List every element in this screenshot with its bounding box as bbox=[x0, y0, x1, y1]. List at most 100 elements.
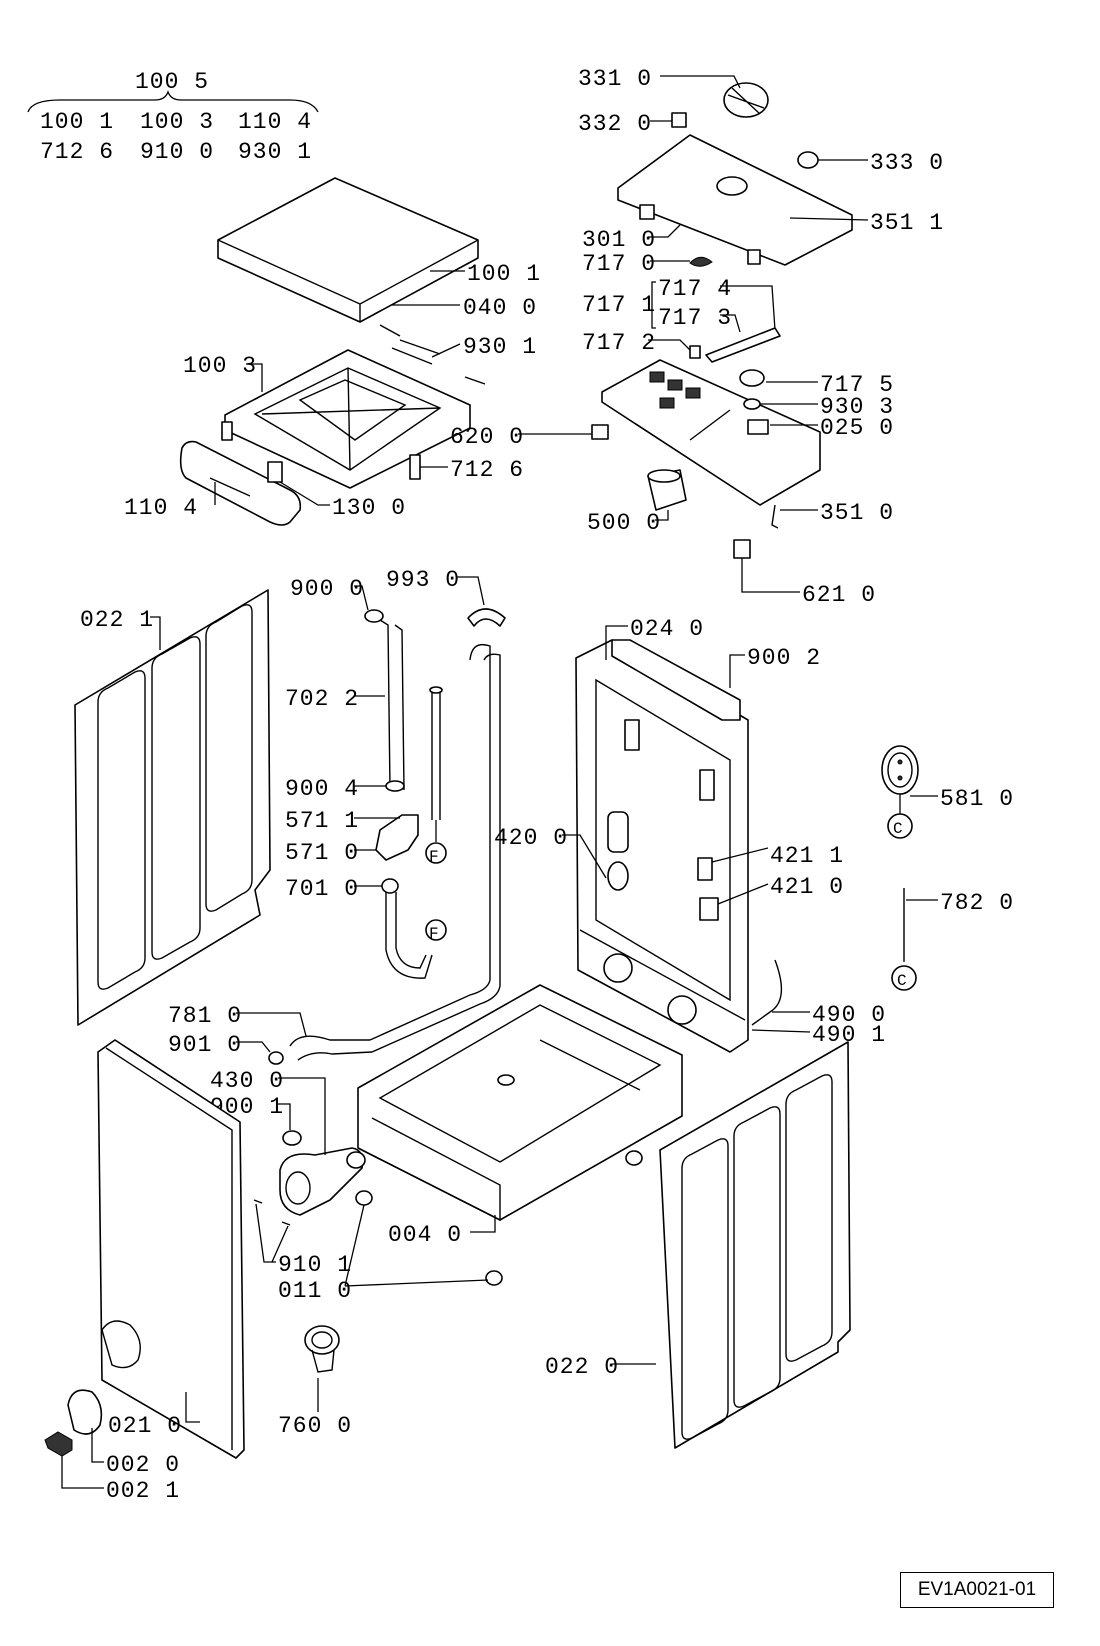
ring-930-3 bbox=[743, 398, 761, 410]
label-130-0: 130 0 bbox=[332, 495, 406, 521]
filter-760 bbox=[304, 1325, 340, 1373]
label-717-2: 717 2 bbox=[582, 330, 656, 356]
group-row2-item: 712 6 bbox=[40, 139, 114, 165]
label-100-3: 100 3 bbox=[183, 353, 257, 379]
part-620 bbox=[591, 424, 609, 440]
label-500-0: 500 0 bbox=[587, 510, 661, 536]
label-420-0: 420 0 bbox=[494, 825, 568, 851]
clip-130 bbox=[267, 461, 283, 483]
rod-040 bbox=[379, 324, 401, 337]
label-621-0: 621 0 bbox=[802, 582, 876, 608]
switch-717-2 bbox=[689, 345, 701, 359]
hose-701 bbox=[385, 892, 433, 979]
label-332-0: 332 0 bbox=[578, 111, 652, 137]
label-002-1: 002 1 bbox=[106, 1478, 180, 1504]
label-040-0: 040 0 bbox=[463, 295, 537, 321]
label-782-0: 782 0 bbox=[940, 890, 1014, 916]
label-900-2: 900 2 bbox=[747, 645, 821, 671]
label-351-1: 351 1 bbox=[870, 210, 944, 236]
label-717-0: 717 0 bbox=[582, 251, 656, 277]
label-331-0: 331 0 bbox=[578, 66, 652, 92]
label-421-1: 421 1 bbox=[770, 843, 844, 869]
group-head-label: 100 5 bbox=[135, 69, 209, 95]
group-row1-item: 100 3 bbox=[140, 109, 214, 135]
label-910-1: 910 1 bbox=[278, 1252, 352, 1278]
label-022-0: 022 0 bbox=[545, 1354, 619, 1380]
label-900-0: 900 0 bbox=[290, 576, 364, 602]
control-panel-front bbox=[179, 440, 302, 526]
control-board-tray bbox=[601, 359, 821, 506]
label-004-0: 004 0 bbox=[388, 1222, 462, 1248]
label-011-0: 011 0 bbox=[278, 1278, 352, 1304]
label-581-0: 581 0 bbox=[940, 786, 1014, 812]
label-717-1: 717 1 bbox=[582, 292, 656, 318]
foot-inner bbox=[497, 1074, 515, 1086]
label-571-0: 571 0 bbox=[285, 840, 359, 866]
label-930-3: 930 3 bbox=[820, 394, 894, 420]
drain-hose bbox=[369, 643, 501, 1053]
group-row2-item: 910 0 bbox=[140, 139, 214, 165]
label-702-2: 702 2 bbox=[285, 686, 359, 712]
side-panel-right bbox=[659, 1041, 851, 1449]
connector-f-upper-label: F bbox=[429, 848, 440, 866]
console-panel bbox=[617, 134, 853, 266]
button-333 bbox=[797, 151, 819, 169]
connector-c-upper bbox=[887, 813, 913, 839]
valve-571 bbox=[375, 814, 419, 861]
label-717-5: 717 5 bbox=[820, 372, 894, 398]
label-993-0: 993 0 bbox=[386, 567, 460, 593]
part-717-5 bbox=[739, 369, 765, 387]
label-901-0: 901 0 bbox=[168, 1032, 242, 1058]
connector-c-lower-label: C bbox=[897, 972, 908, 990]
label-110-4: 110 4 bbox=[124, 495, 198, 521]
label-620-0: 620 0 bbox=[450, 424, 524, 450]
label-024-0: 024 0 bbox=[630, 616, 704, 642]
label-021-0: 021 0 bbox=[108, 1413, 182, 1439]
button-717 bbox=[689, 256, 713, 267]
capacitor-420 bbox=[607, 811, 629, 891]
base-frame bbox=[357, 984, 683, 1222]
pulley-581 bbox=[881, 745, 919, 795]
clip-712 bbox=[409, 454, 421, 480]
label-701-0: 701 0 bbox=[285, 876, 359, 902]
door-002 bbox=[67, 1389, 103, 1435]
label-421-0: 421 0 bbox=[770, 874, 844, 900]
rod-small bbox=[464, 376, 486, 385]
label-781-0: 781 0 bbox=[168, 1003, 242, 1029]
clamp-993 bbox=[467, 608, 506, 627]
label-712-6: 712 6 bbox=[450, 457, 524, 483]
hose-781 bbox=[289, 1035, 373, 1061]
connector-c-upper-label: C bbox=[893, 820, 904, 838]
diagram-id-box: EV1A0021-01 bbox=[900, 1572, 1054, 1608]
latch-002-1 bbox=[44, 1431, 73, 1457]
rod-930 bbox=[391, 339, 441, 365]
top-lid bbox=[217, 177, 479, 323]
label-100-1: 100 1 bbox=[467, 261, 541, 287]
group-row2-item: 930 1 bbox=[238, 139, 312, 165]
foot-011-a bbox=[355, 1190, 373, 1206]
group-bracket: 100 5 100 1 100 3 110 4 712 6 910 0 930 … bbox=[27, 69, 319, 165]
label-490-1: 490 1 bbox=[812, 1022, 886, 1048]
foot-011-b bbox=[485, 1270, 503, 1286]
group-row1-item: 110 4 bbox=[238, 109, 312, 135]
label-025-0: 025 0 bbox=[820, 415, 894, 441]
label-022-1: 022 1 bbox=[80, 607, 154, 633]
label-351-0: 351 0 bbox=[820, 500, 894, 526]
knob-331 bbox=[723, 82, 769, 118]
label-430-0: 430 0 bbox=[210, 1068, 284, 1094]
label-717-4: 717 4 bbox=[658, 276, 732, 302]
top-bar-900-2 bbox=[611, 639, 741, 721]
connector-c-lower bbox=[891, 965, 917, 991]
tube-vertical bbox=[431, 690, 441, 820]
small-clip bbox=[221, 421, 233, 441]
front-panel bbox=[97, 1039, 245, 1459]
foot-011-c bbox=[625, 1150, 643, 1166]
label-301-0: 301 0 bbox=[582, 227, 656, 253]
part-500 bbox=[647, 469, 687, 511]
group-row1-item: 100 1 bbox=[40, 109, 114, 135]
switch-421-1 bbox=[697, 857, 713, 881]
label-571-1: 571 1 bbox=[285, 808, 359, 834]
side-panel-left bbox=[74, 589, 271, 1026]
clamp-900-0 bbox=[364, 609, 384, 623]
